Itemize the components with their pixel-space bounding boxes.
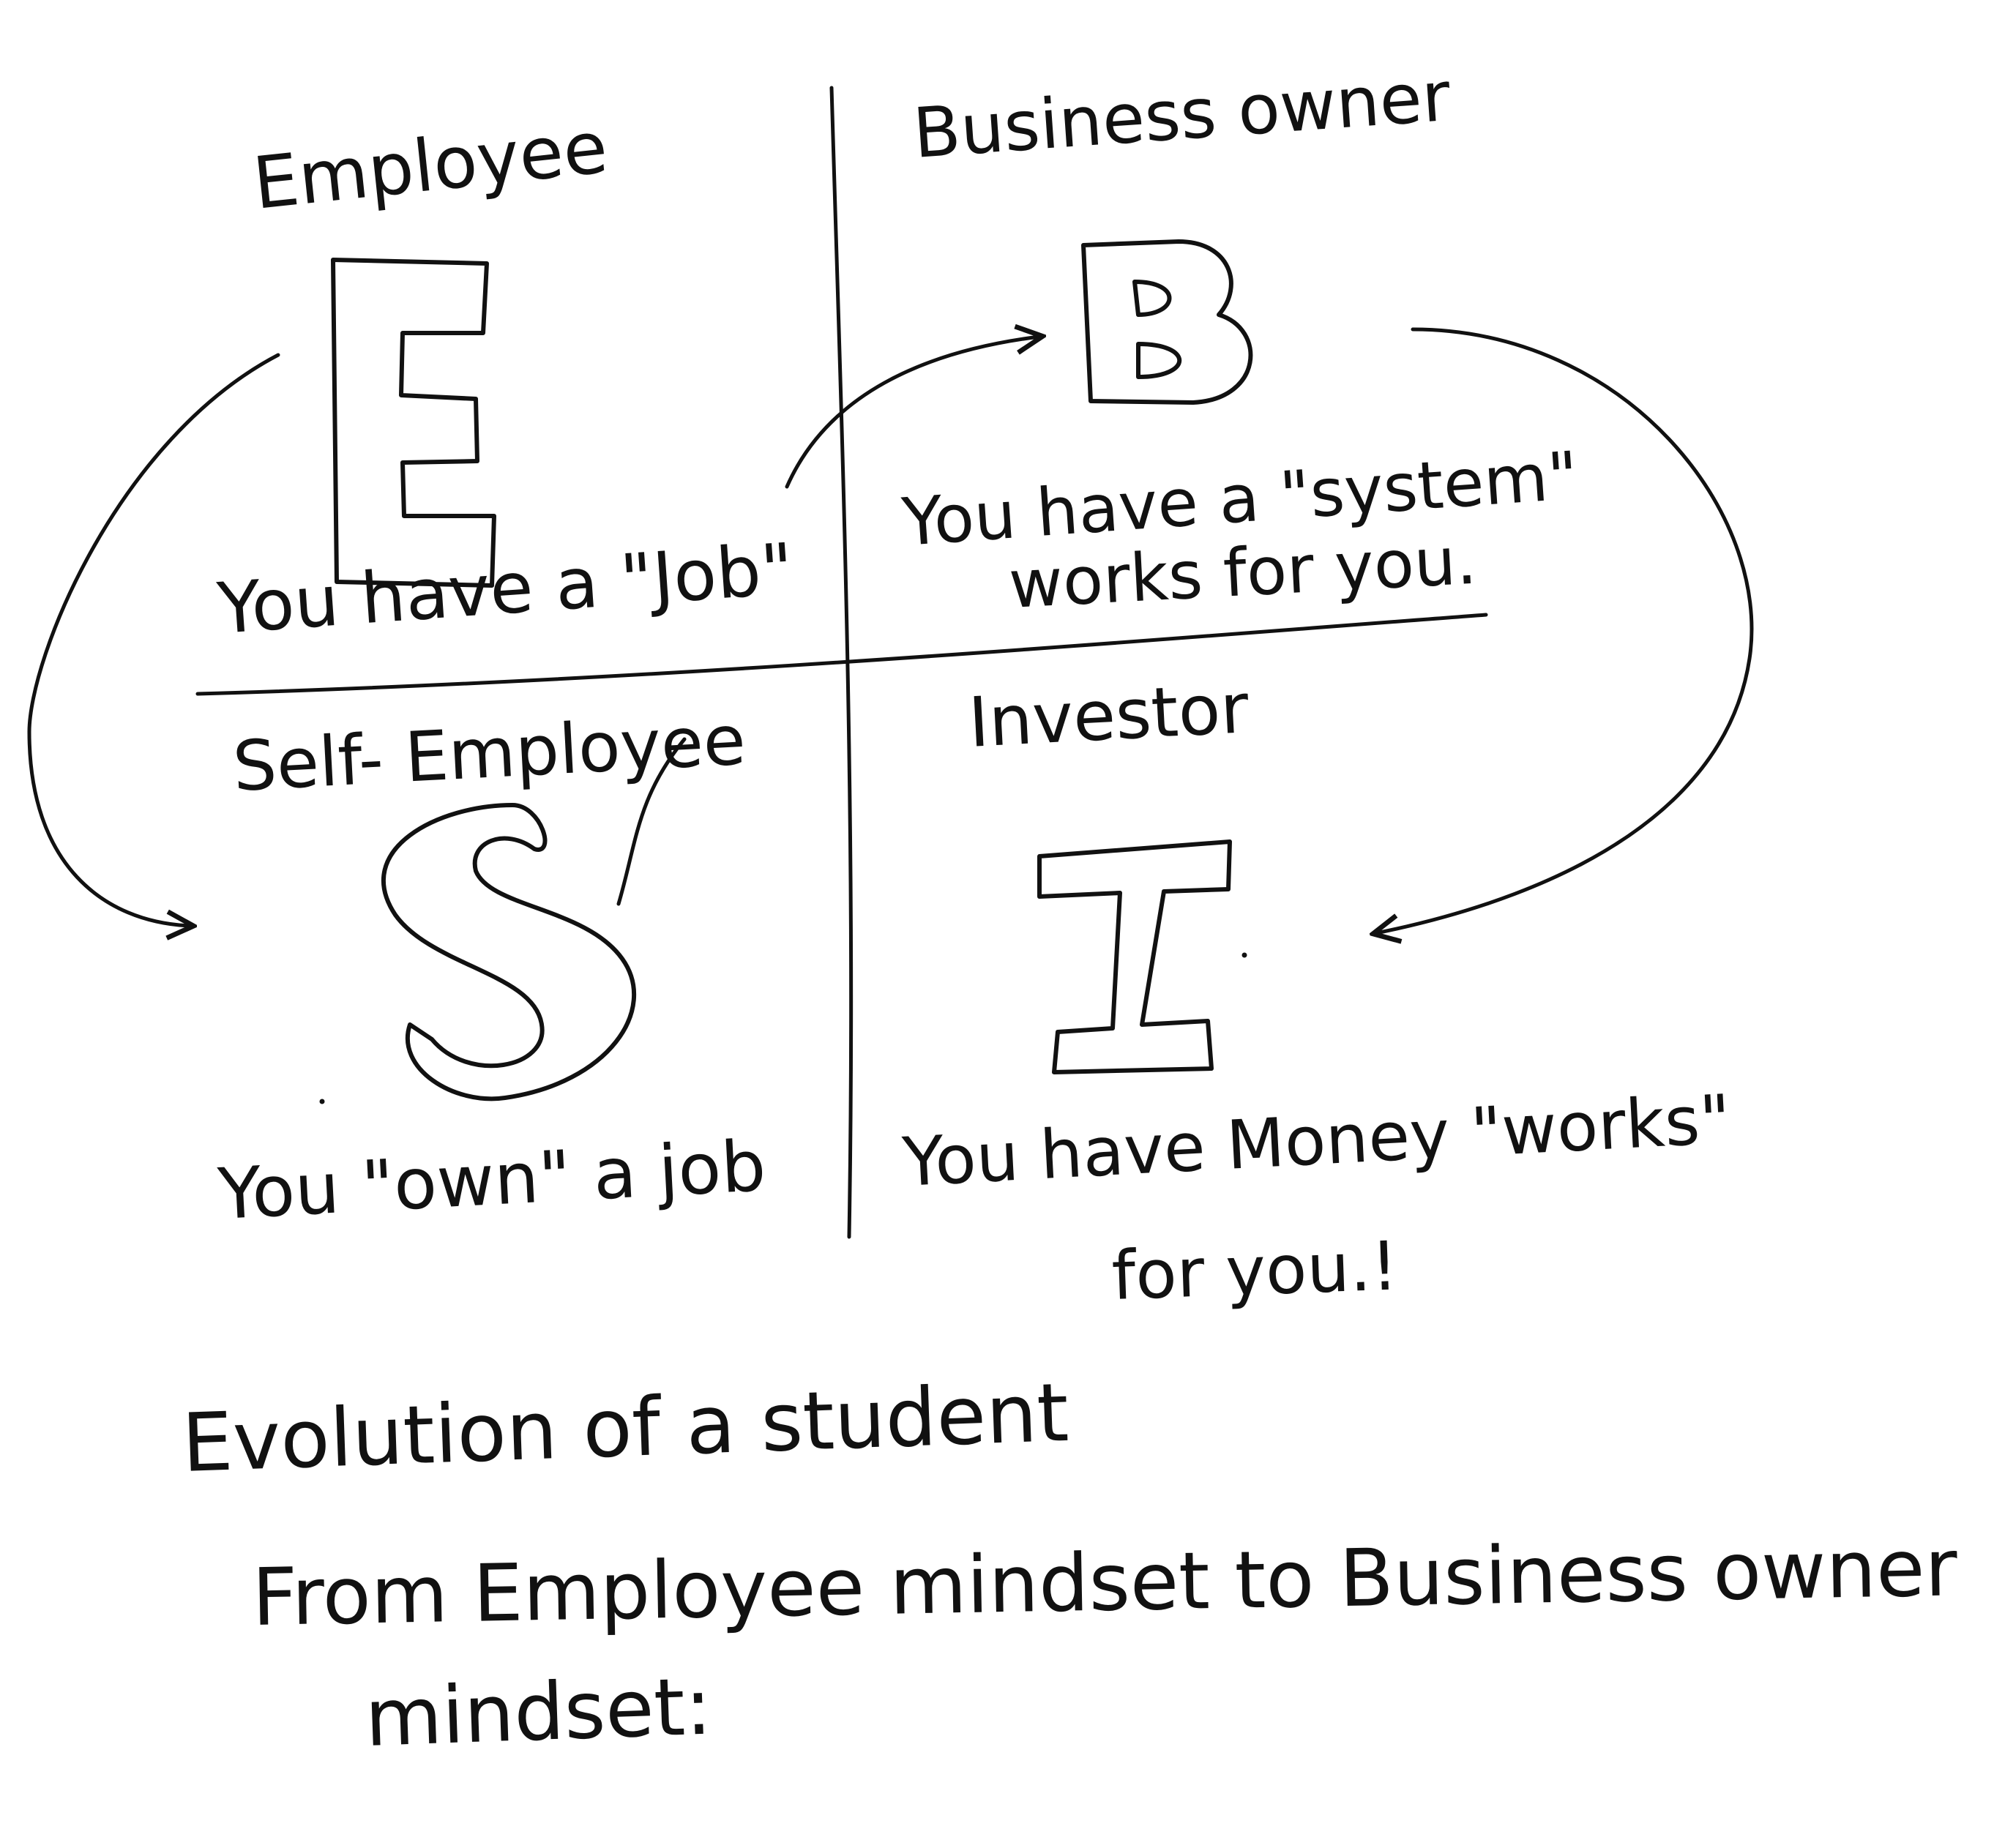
self-employee-caption: You "own" a job xyxy=(215,1125,767,1235)
footer-line1: From Employee mindset to Business owner xyxy=(251,1522,1958,1644)
investor-title: Investor xyxy=(966,669,1250,763)
letter-e xyxy=(331,258,496,588)
arrow-employee-to-self-employee xyxy=(27,353,280,926)
arrow-business-owner-to-investor xyxy=(1376,327,1754,933)
pen-dot xyxy=(1241,952,1247,958)
horizontal-divider xyxy=(195,613,1488,696)
footer-line2: mindset: xyxy=(364,1661,714,1765)
employee-caption: You have a "Job" xyxy=(214,528,796,650)
investor-caption-line1: You have Money "works" xyxy=(900,1080,1733,1202)
arrow-self-employee-to-business-owner xyxy=(616,737,687,906)
letter-i xyxy=(1037,839,1232,1074)
pen-dot xyxy=(319,1099,325,1104)
footer-heading: Evolution of a student xyxy=(180,1366,1069,1490)
business-owner-title: Business owner xyxy=(911,57,1453,174)
letter-s xyxy=(381,803,637,1101)
vertical-divider xyxy=(829,86,854,1239)
letter-b xyxy=(1081,239,1253,405)
self-employee-title: Self- Employee xyxy=(231,700,747,807)
arrow-employee-to-business-owner xyxy=(785,337,1039,489)
investor-caption-line2: for you.! xyxy=(1110,1227,1399,1315)
employee-title: Employee xyxy=(250,106,612,226)
